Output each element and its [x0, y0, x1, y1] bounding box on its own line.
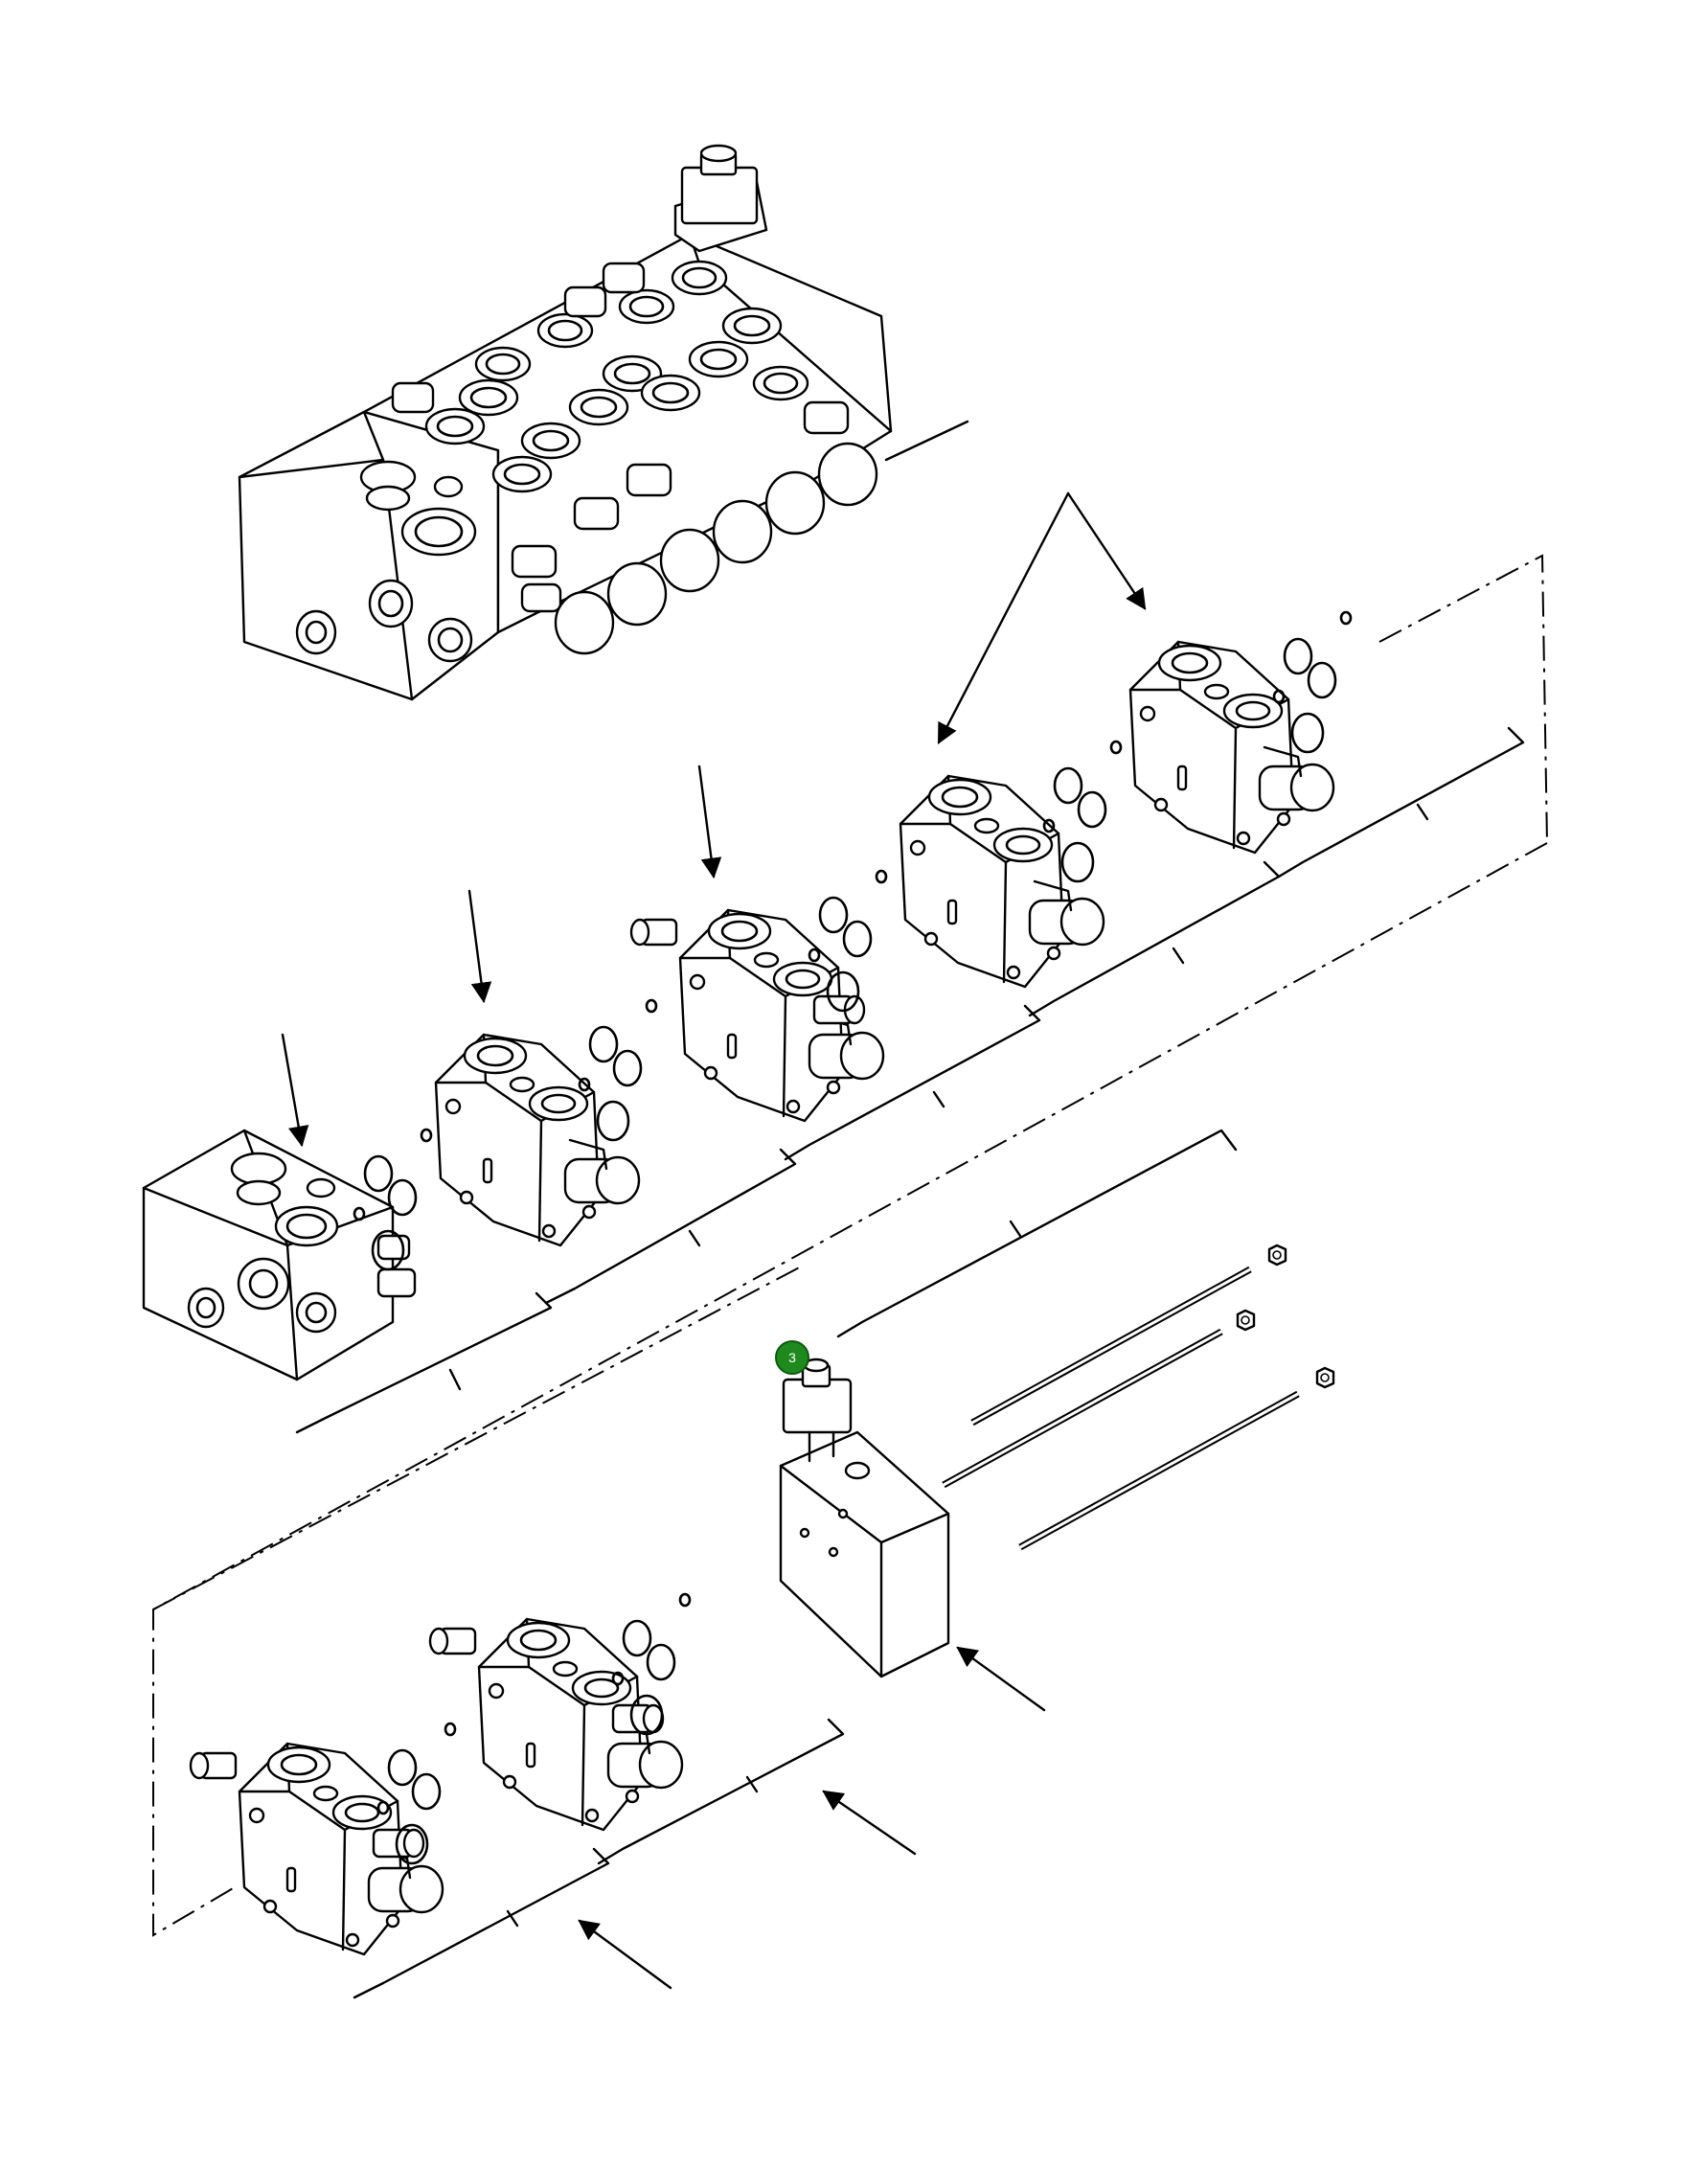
tie-rod-set	[942, 1244, 1335, 1551]
inlet-end-plate	[142, 1129, 417, 1381]
outlet-end-plate	[779, 1358, 950, 1678]
assembly-boundary-lines	[152, 554, 1548, 1937]
callout-3-label: 3	[788, 1350, 796, 1365]
valve-section-2	[631, 910, 883, 1121]
callout-3-marker[interactable]	[775, 1340, 809, 1375]
valve-section-6	[430, 1619, 682, 1830]
callout-brackets	[295, 726, 1525, 1999]
leader-arrows	[281, 491, 1147, 1990]
callout-3[interactable]: 3	[775, 1340, 809, 1375]
assembled-valve-bank	[238, 144, 969, 701]
valve-section-5	[191, 1744, 443, 1954]
